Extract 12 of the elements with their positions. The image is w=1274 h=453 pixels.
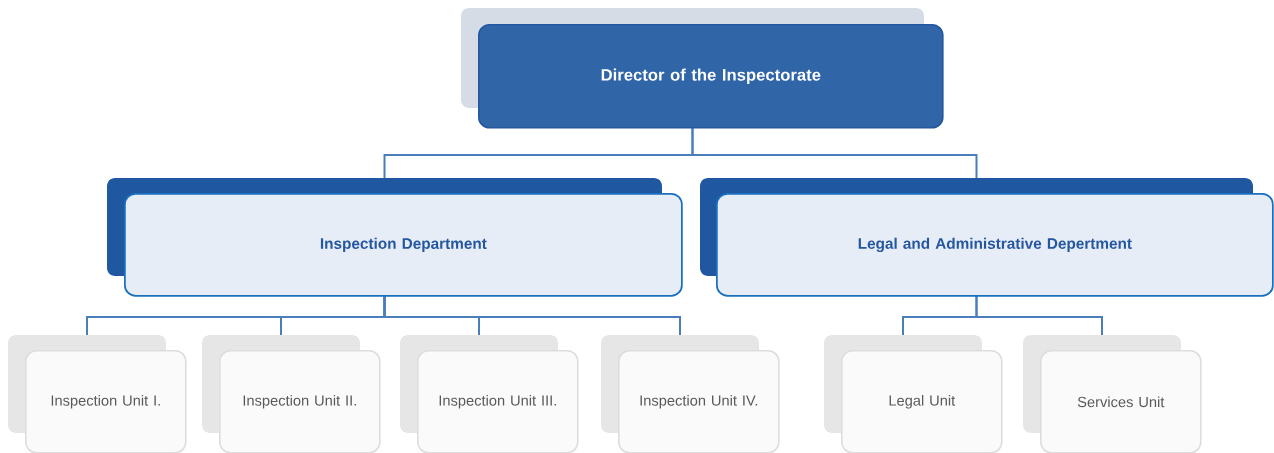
org-box: Services Unit (1023, 335, 1202, 453)
org-box: Inspection Unit I. (8, 335, 187, 453)
connector-line (691, 126, 978, 179)
org-box: Inspection Unit II. (202, 335, 381, 453)
connector-line (383, 294, 681, 336)
org-box: Inspection Unit IV. (601, 335, 780, 453)
org-box: Director of the Inspectorate (461, 8, 944, 129)
org-box: Legal Unit (824, 335, 1003, 453)
org-box: Legal and Administrative Depertment (700, 178, 1274, 297)
connector-line (975, 294, 1103, 336)
org-box: Inspection Unit III. (400, 335, 579, 453)
org-box: Inspection Department (107, 178, 683, 297)
